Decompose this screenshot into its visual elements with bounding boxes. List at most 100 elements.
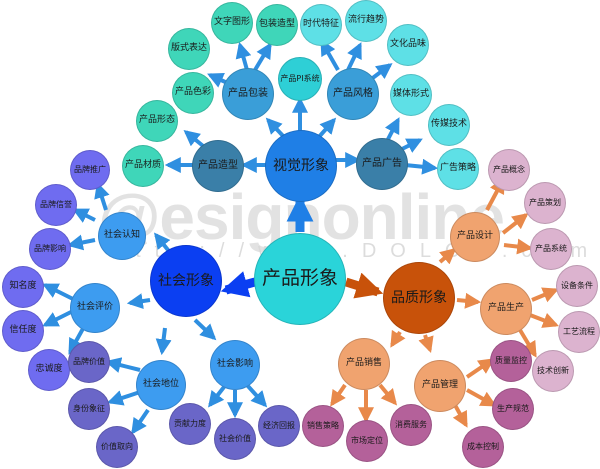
node-v-pi: 产品PI系统	[278, 57, 322, 101]
node-label: 忠诚度	[35, 364, 63, 375]
node-label: 包装造型	[258, 19, 295, 30]
node-q-process: 工艺流程	[558, 311, 600, 353]
node-v-material: 产品材质	[122, 145, 164, 187]
node-label: 产品材质	[124, 160, 161, 171]
node-q-cost: 成本控制	[462, 426, 504, 468]
node-label: 产品形象	[261, 267, 338, 290]
node-s-value-orient: 价值取向	[96, 426, 138, 468]
node-label: 产品形态	[138, 115, 175, 126]
node-q-production: 产品生产	[480, 283, 532, 335]
node-label: 市场定位	[351, 435, 383, 445]
node-center: 产品形象	[254, 233, 346, 325]
node-v-ad: 产品广告	[356, 138, 408, 190]
node-q-management: 产品管理	[414, 360, 466, 412]
node-label: 工艺流程	[563, 326, 595, 336]
node-label: 成本控制	[467, 441, 499, 451]
node-s-trust: 信任度	[2, 310, 44, 352]
node-label: 视觉形象	[273, 157, 329, 174]
node-label: 产品广告	[362, 157, 402, 169]
node-label: 媒体形式	[392, 89, 429, 100]
node-label: 产品系统	[535, 243, 567, 253]
node-q-quality-ctrl: 质量监控	[490, 340, 532, 382]
node-q-standard: 生产规范	[492, 388, 534, 430]
node-q-equipment: 设备条件	[556, 265, 598, 307]
node-s-loyalty: 忠诚度	[28, 349, 70, 391]
node-label: 广告策略	[439, 163, 476, 174]
node-label: 文化品味	[389, 39, 426, 50]
node-label: 价值取向	[101, 441, 133, 451]
node-label: 生产规范	[497, 403, 529, 413]
node-s-social-value: 社会价值	[214, 418, 256, 460]
node-social: 社会形象	[150, 245, 222, 317]
node-label: 贡献力度	[174, 418, 206, 428]
node-label: 信任度	[9, 325, 37, 336]
node-label: 产品管理	[421, 380, 458, 391]
node-v-culture: 文化品味	[387, 24, 429, 66]
node-s-cognition: 社会认知	[98, 212, 146, 260]
node-q-planning: 产品策划	[524, 182, 566, 224]
node-q-service: 消费服务	[390, 404, 432, 446]
node-q-market: 市场定位	[346, 420, 388, 462]
node-label: 社会地位	[142, 379, 179, 390]
node-visual: 视觉形象	[265, 130, 337, 202]
node-v-text-graphic: 文字图形	[211, 2, 253, 44]
node-s-influence: 社会影响	[210, 340, 260, 390]
node-s-status: 社会地位	[136, 360, 186, 410]
node-v-form: 产品形态	[136, 100, 178, 142]
node-label: 社会影响	[216, 359, 253, 370]
node-v-shape: 产品造型	[192, 140, 244, 192]
node-label: 文字图形	[213, 17, 250, 28]
node-label: 品牌信誉	[40, 199, 72, 209]
node-s-econ-return: 经济回报	[258, 405, 300, 447]
node-label: 时代特征	[302, 19, 339, 30]
node-label: 品牌价值	[73, 356, 105, 366]
node-label: 产品造型	[198, 159, 238, 171]
node-label: 产品PI系统	[280, 73, 320, 83]
node-v-media: 媒体形式	[390, 74, 432, 116]
node-label: 质量监控	[495, 355, 527, 365]
node-label: 销售策略	[307, 420, 339, 430]
node-q-sales: 产品销售	[338, 338, 390, 390]
node-v-era: 时代特征	[300, 4, 342, 46]
node-label: 产品风格	[333, 87, 373, 99]
node-q-concept: 产品概念	[488, 149, 530, 191]
node-v-trend: 流行趋势	[345, 0, 387, 42]
node-label: 社会认知	[103, 230, 140, 241]
node-label: 社会评价	[76, 302, 113, 313]
node-v-packaging: 产品包装	[222, 68, 274, 120]
node-label: 产品生产	[487, 303, 524, 314]
node-label: 技术创新	[537, 365, 569, 375]
node-label: 品牌推广	[74, 164, 106, 174]
node-s-brand-credit: 品牌信誉	[35, 184, 77, 226]
node-q-sales-strategy: 销售策略	[302, 405, 344, 447]
node-label: 知名度	[9, 281, 37, 292]
node-v-media-tech: 传媒技术	[428, 104, 470, 146]
node-v-pack-shape: 包装造型	[256, 4, 298, 46]
node-s-brand-value: 品牌价值	[68, 341, 110, 383]
node-label: 产品概念	[493, 164, 525, 174]
node-s-brand-promo: 品牌推广	[70, 150, 110, 190]
node-label: 产品包装	[228, 87, 268, 99]
node-s-evaluation: 社会评价	[70, 283, 120, 333]
node-label: 消费服务	[395, 419, 427, 429]
node-quality: 品质形象	[383, 262, 455, 334]
node-label: 产品设计	[456, 231, 493, 242]
node-label: 产品色彩	[174, 87, 211, 98]
node-s-awareness: 知名度	[2, 266, 44, 308]
node-label: 设备条件	[561, 280, 593, 290]
node-label: 品质形象	[391, 289, 447, 306]
node-s-contribution: 贡献力度	[169, 403, 211, 445]
node-s-brand-impact: 品牌影响	[29, 228, 71, 270]
node-v-style: 产品风格	[327, 68, 379, 120]
node-label: 产品销售	[345, 358, 382, 369]
node-v-ad-strategy: 广告策略	[437, 148, 479, 190]
node-label: 身份象征	[73, 403, 105, 413]
node-q-design: 产品设计	[450, 212, 500, 262]
node-v-format: 版式表达	[168, 28, 210, 70]
node-label: 经济回报	[263, 420, 295, 430]
node-v-color: 产品色彩	[172, 72, 214, 114]
node-s-identity: 身份象征	[68, 388, 110, 430]
node-q-innovation: 技术创新	[532, 350, 574, 392]
